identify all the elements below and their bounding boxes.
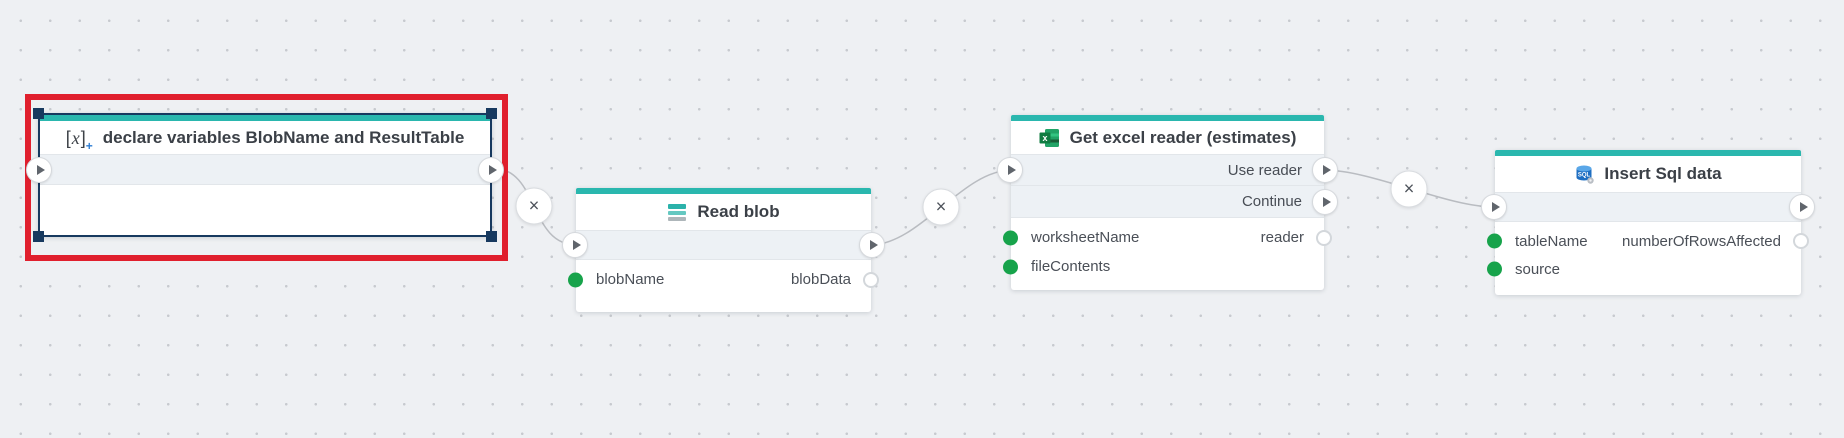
svg-text:SQL: SQL [1578, 173, 1591, 179]
node-title-row: [x]+ declare variables BlobName and Resu… [40, 121, 490, 154]
node-accent-bar [40, 115, 490, 121]
flow-out-port-continue[interactable] [1312, 188, 1338, 215]
flow-out-port-use-reader[interactable] [1312, 157, 1338, 183]
flow-port-row: Continue [1011, 186, 1338, 218]
node-title-row: SQL Insert Sql data [1495, 156, 1801, 192]
flow-out-port[interactable] [859, 232, 885, 258]
excel-icon: x [1039, 128, 1059, 147]
input-port-label: blobName [596, 271, 665, 288]
node-insert-sql-data[interactable]: SQL Insert Sql data tableName numberOfRo… [1481, 150, 1815, 295]
close-icon: × [935, 196, 947, 217]
node-title: Read blob [697, 202, 780, 221]
data-port-row: worksheetName reader [1003, 223, 1332, 252]
flow-port-row: Use reader [997, 154, 1338, 186]
output-port-label: blobData [790, 271, 851, 288]
triangle-icon [1007, 165, 1016, 175]
input-port-dot[interactable] [1487, 261, 1502, 277]
flow-out-port[interactable] [478, 156, 504, 183]
flow-in-port[interactable] [997, 157, 1023, 183]
svg-text:x: x [1042, 133, 1047, 143]
triangle-icon [572, 240, 581, 250]
selection-handle[interactable] [486, 108, 497, 119]
output-port-dot[interactable] [1793, 233, 1809, 249]
flow-out-label: Continue [1241, 193, 1302, 210]
node-title-row: Read blob [576, 194, 871, 230]
data-port-row: source [1487, 255, 1801, 283]
input-port-dot[interactable] [1003, 230, 1018, 245]
flow-in-port[interactable] [1481, 194, 1507, 220]
triangle-icon [1322, 196, 1331, 207]
connection-delete-button[interactable]: × [1390, 170, 1428, 208]
selection-handle[interactable] [486, 231, 497, 242]
node-get-excel-reader[interactable]: x Get excel reader (estimates) Use reade… [997, 115, 1338, 290]
input-port-dot[interactable] [1003, 259, 1018, 274]
node-read-blob[interactable]: Read blob blobName blobData [562, 188, 885, 312]
selection-handle[interactable] [33, 231, 44, 242]
node-title: declare variables BlobName and ResultTab… [102, 127, 465, 147]
output-port-label: numberOfRowsAffected [1622, 232, 1781, 250]
flow-out-port[interactable] [1789, 194, 1815, 220]
input-port-dot[interactable] [568, 272, 583, 287]
connection-delete-button[interactable]: × [515, 187, 553, 225]
flow-port-row [26, 154, 504, 185]
flow-in-port[interactable] [26, 156, 52, 183]
input-port-label: source [1515, 260, 1561, 278]
close-icon: × [1403, 178, 1415, 199]
close-icon: × [528, 195, 540, 216]
flow-port-row [1481, 192, 1815, 222]
output-port-label: reader [1260, 229, 1304, 246]
flow-out-label: Use reader [1227, 161, 1302, 179]
data-port-row: fileContents [1003, 252, 1324, 281]
node-declare-variables[interactable]: [x]+ declare variables BlobName and Resu… [26, 108, 504, 242]
triangle-icon [488, 164, 497, 175]
node-accent-bar [1011, 115, 1324, 121]
sql-database-icon: SQL [1576, 165, 1595, 184]
input-port-label: worksheetName [1031, 229, 1140, 246]
triangle-icon [1322, 165, 1331, 175]
node-title-row: x Get excel reader (estimates) [1011, 121, 1324, 154]
triangle-icon [869, 240, 878, 250]
input-port-label: fileContents [1031, 258, 1111, 275]
triangle-icon [1799, 202, 1808, 212]
data-port-row: blobName blobData [568, 263, 879, 296]
triangle-icon [36, 164, 45, 175]
node-title: Get excel reader (estimates) [1069, 127, 1297, 147]
node-title: Insert Sql data [1604, 164, 1722, 183]
variable-icon: [x]+ [65, 127, 93, 153]
node-accent-bar [576, 188, 871, 194]
connection-delete-button[interactable]: × [922, 188, 960, 226]
selection-handle[interactable] [33, 108, 44, 119]
output-port-dot[interactable] [1316, 229, 1332, 246]
node-accent-bar [1495, 150, 1801, 156]
flow-in-port[interactable] [562, 232, 588, 258]
input-port-label: tableName [1515, 232, 1588, 250]
output-port-dot[interactable] [863, 271, 879, 288]
input-port-dot[interactable] [1487, 233, 1502, 249]
flow-port-row [562, 230, 885, 260]
data-port-row: tableName numberOfRowsAffected [1487, 227, 1809, 255]
triangle-icon [1491, 202, 1500, 212]
blob-storage-icon [668, 204, 687, 221]
